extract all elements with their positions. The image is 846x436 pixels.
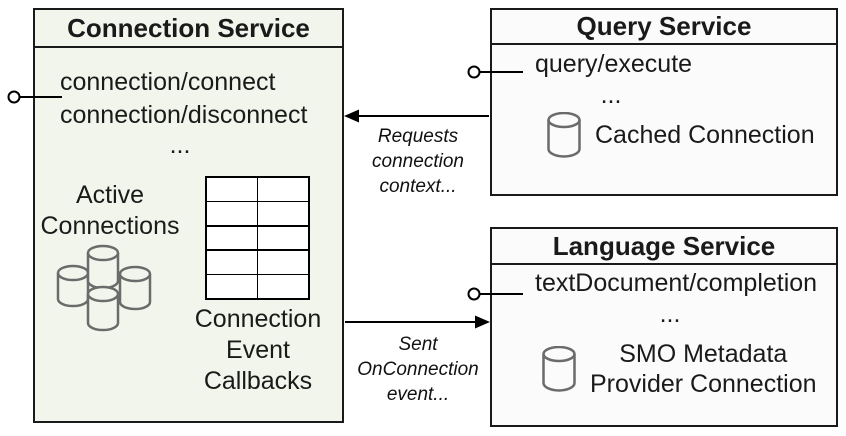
language-service-ellipsis: ... <box>659 300 681 328</box>
table-cell <box>207 275 257 298</box>
requests-connection-context-label: Requests connection context... <box>372 126 464 197</box>
language-service-title: Language Service <box>492 229 836 265</box>
table-cell <box>258 202 308 226</box>
query-service-title: Query Service <box>492 10 836 45</box>
smo-connection-row: SMO Metadata Provider Connection <box>542 339 817 399</box>
cached-connection-row: Cached Connection <box>547 112 815 158</box>
callbacks-label: Connection Event Callbacks <box>194 305 322 395</box>
table-cell <box>207 250 257 274</box>
query-service-methods: query/execute <box>535 50 693 78</box>
database-icon <box>542 346 576 392</box>
onconnection-arrow <box>345 315 490 329</box>
query-service-box: Query Service query/execute ... Cached C… <box>490 8 838 196</box>
table-cell <box>258 250 308 274</box>
requests-arrow <box>344 109 489 123</box>
database-icon <box>547 112 581 158</box>
active-connections-label: Active Connections <box>40 181 180 240</box>
connection-service-title: Connection Service <box>35 10 342 48</box>
smo-connection-label: SMO Metadata Provider Connection <box>590 340 817 398</box>
table-cell <box>207 202 257 226</box>
callback-table <box>205 176 310 300</box>
table-cell <box>207 226 257 250</box>
table-cell <box>258 275 308 298</box>
connection-service-ellipsis: ... <box>169 131 191 159</box>
connection-service-box: Connection Service connection/connect co… <box>33 8 344 423</box>
table-cell <box>258 226 308 250</box>
query-service-ellipsis: ... <box>600 81 622 109</box>
language-service-box: Language Service textDocument/completion… <box>490 227 838 427</box>
language-service-methods: textDocument/completion <box>535 269 818 297</box>
sent-onconnection-event-label: Sent OnConnection event... <box>357 334 479 405</box>
database-cluster-icon <box>56 244 152 332</box>
table-cell <box>207 178 257 201</box>
cached-connection-label: Cached Connection <box>595 121 815 149</box>
table-cell <box>258 178 308 201</box>
connection-service-methods: connection/connect connection/disconnect <box>60 68 308 129</box>
